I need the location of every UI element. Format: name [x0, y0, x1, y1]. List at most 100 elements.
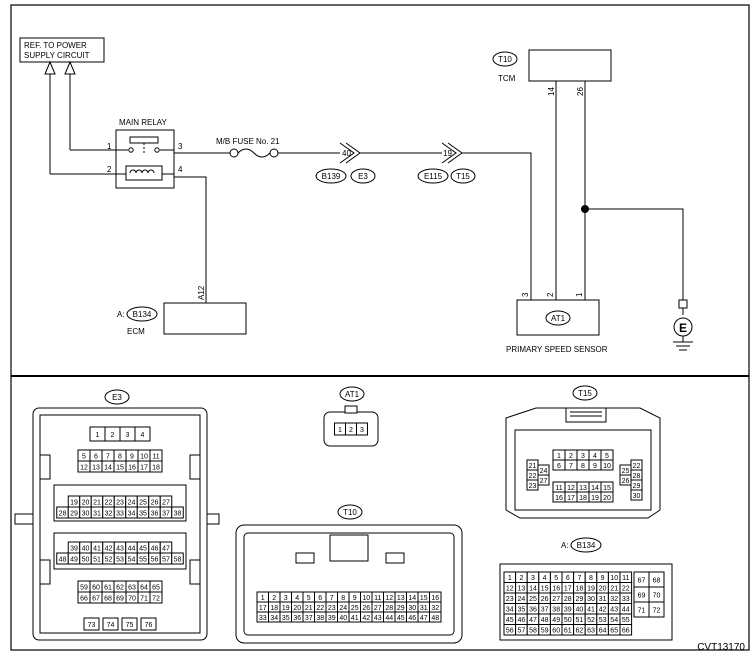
- relay-pin-2: 2: [107, 165, 112, 174]
- t15-pin-23: 23: [529, 483, 537, 490]
- fuse-icon: [237, 148, 271, 158]
- conn1-right-tag: [350, 168, 376, 184]
- t10-pin-10: 10: [362, 595, 370, 602]
- t10-pin-36: 36: [293, 615, 301, 622]
- relay-pin-3: 3: [178, 142, 183, 151]
- t15-cell: [537, 474, 550, 486]
- sensor-tag: [545, 310, 571, 326]
- e3-pin-42: 42: [105, 545, 113, 552]
- t15-pin-22: 22: [529, 473, 537, 480]
- t10-pin-47: 47: [420, 615, 428, 622]
- b134-pin-9: 9: [601, 575, 605, 582]
- t10-pin-16: 16: [431, 595, 439, 602]
- b134-pin-4: 4: [543, 575, 547, 582]
- e3-block: [53, 484, 187, 522]
- e3-block: [53, 532, 187, 570]
- t15-pin-14: 14: [591, 485, 599, 492]
- b134-pin-24: 24: [518, 596, 526, 603]
- e3-pin-45: 45: [139, 545, 147, 552]
- b134-pin-69: 69: [638, 592, 646, 599]
- e3-pin-65: 65: [152, 584, 160, 591]
- b134-pin-53: 53: [599, 617, 607, 624]
- e3-pin-20: 20: [82, 499, 90, 506]
- e3-inner: [39, 414, 201, 634]
- t15-pin-8: 8: [581, 463, 585, 470]
- conn1-pin: 40: [342, 149, 351, 158]
- t15-pin-3: 3: [581, 453, 585, 460]
- e3-pin-72: 72: [152, 595, 160, 602]
- e3-pin-22: 22: [105, 499, 113, 506]
- b134-pin-35: 35: [518, 607, 526, 614]
- t10-pin-5: 5: [307, 595, 311, 602]
- t10-pin-21: 21: [305, 605, 313, 612]
- t10-key: [385, 552, 405, 564]
- ground-terminal: [678, 299, 688, 309]
- b134-pin-15: 15: [541, 586, 549, 593]
- e3-pin-27: 27: [162, 499, 170, 506]
- t15-pin-16: 16: [555, 495, 563, 502]
- b134-pin-60: 60: [552, 628, 560, 635]
- e3-pin-13: 13: [92, 464, 100, 471]
- conn2-right-text: T15: [456, 172, 470, 181]
- arrow-up-icon: [64, 60, 76, 75]
- b134-pin-29: 29: [576, 596, 584, 603]
- b134-pin-43: 43: [610, 607, 618, 614]
- wire: [585, 208, 684, 300]
- t10-inner: [243, 532, 455, 636]
- fuse-label: M/B FUSE No. 21: [216, 137, 280, 146]
- conn2-pin: 19: [443, 149, 452, 158]
- e3-pin-31: 31: [93, 510, 101, 517]
- arrow-up-icon: [44, 60, 56, 75]
- conn1-left-tag: [315, 168, 347, 184]
- b134-tag: [570, 537, 602, 553]
- e3-pin-5: 5: [82, 453, 86, 460]
- t15-pin-18: 18: [579, 495, 587, 502]
- e3-pin-66: 66: [80, 595, 88, 602]
- e3-pin-48: 48: [59, 556, 67, 563]
- e3-pin-15: 15: [116, 464, 124, 471]
- e3-cell: [149, 460, 163, 473]
- e3-pin-26: 26: [151, 499, 159, 506]
- e3-cell: [121, 617, 138, 631]
- t10-pin-43: 43: [374, 615, 382, 622]
- e3-pin-36: 36: [151, 510, 159, 517]
- b134-pin-45: 45: [506, 617, 514, 624]
- conn2-right-tag: [450, 168, 476, 184]
- t15-inner: [514, 429, 652, 511]
- t10-pin-40: 40: [339, 615, 347, 622]
- t10-pin-46: 46: [408, 615, 416, 622]
- e3-pin-60: 60: [92, 584, 100, 591]
- t15-cell: [600, 491, 614, 503]
- t15-pin-10: 10: [603, 463, 611, 470]
- e3-pin-73: 73: [88, 622, 96, 629]
- at1-cell: [356, 422, 368, 436]
- b134-pin-19: 19: [587, 586, 595, 593]
- e3-pin-56: 56: [151, 556, 159, 563]
- ecm-label: ECM: [127, 327, 145, 336]
- t15-pin-19: 19: [591, 495, 599, 502]
- wire: [174, 176, 207, 303]
- e3-pin-76: 76: [145, 622, 153, 629]
- t10-pin-14: 14: [408, 595, 416, 602]
- e3-tag-text: E3: [112, 393, 122, 402]
- sensor-label: PRIMARY SPEED SENSOR: [506, 345, 608, 354]
- ref-text-2: SUPPLY CIRCUIT: [24, 51, 90, 60]
- t15-pin-7: 7: [569, 463, 573, 470]
- b134-pin-42: 42: [599, 607, 607, 614]
- t10-pin-22: 22: [316, 605, 324, 612]
- e3-pin-24: 24: [128, 499, 136, 506]
- e3-pin-7: 7: [106, 453, 110, 460]
- t10-pin-26: 26: [362, 605, 370, 612]
- ecm-tag-text: B134: [133, 310, 152, 319]
- connector-chevron-icon: [441, 142, 457, 164]
- b134-pin-52: 52: [587, 617, 595, 624]
- b134-pin-46: 46: [518, 617, 526, 624]
- ref-text-1: REF. TO POWER: [24, 41, 87, 50]
- t10-pin-24: 24: [339, 605, 347, 612]
- e3-pin-39: 39: [70, 545, 78, 552]
- b134-pin-72: 72: [653, 607, 661, 614]
- t15-tag: [572, 385, 598, 401]
